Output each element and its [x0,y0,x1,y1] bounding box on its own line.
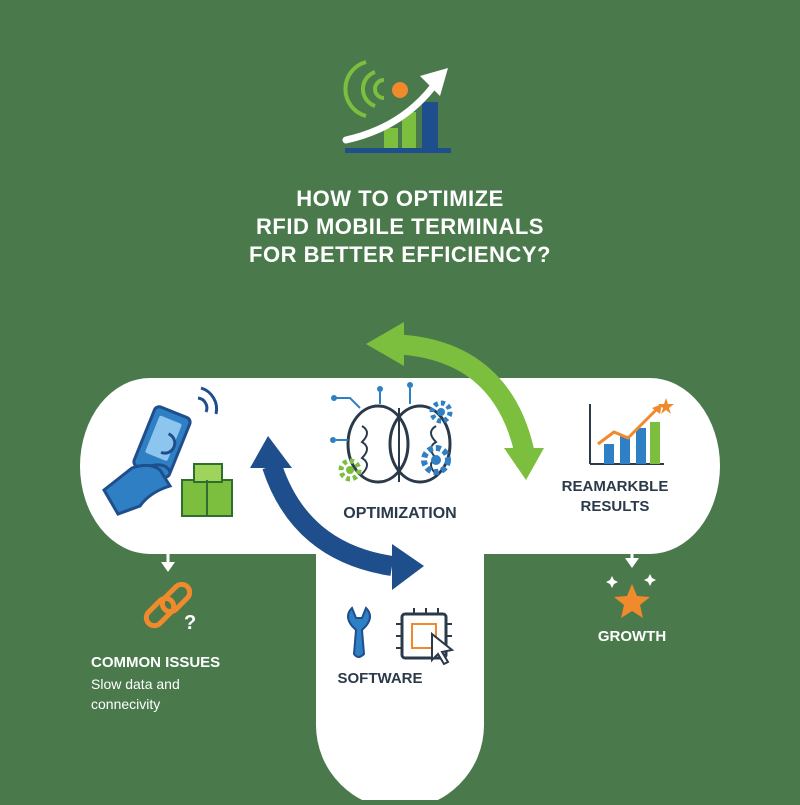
panel-group [80,378,720,805]
main-panel [80,378,720,805]
navy-cycle-arrow [250,436,424,590]
down-arrow-right [625,548,639,568]
growth-label: GROWTH [597,628,667,645]
chip-cursor-icon [396,608,455,666]
brain-circuit-icon [330,382,452,484]
software-label: SOFTWARE [337,670,423,687]
issues-text-line-1: Slow data and [91,676,180,692]
title-line-3: FOR BETTER EFFICIENCY? [249,242,551,267]
green-cycle-arrow [366,322,544,480]
issues-title: COMMON ISSUES [91,654,221,671]
star-icon [606,574,656,618]
rfid-scanner-icon [102,386,219,516]
title-line-1: HOW TO OPTIMIZE [296,186,504,211]
wrench-icon [347,606,371,658]
broken-link-icon [143,581,193,629]
issues-text-line-2: connecivity [91,696,161,712]
rising-bar-chart-icon [589,398,674,465]
package-boxes-icon [181,463,233,517]
results-label-line-2: RESULTS [580,498,650,515]
gear-icon [338,400,453,482]
optimization-label: OPTIMIZATION [343,505,457,522]
growth-logo-icon [342,60,451,153]
title-line-2: RFID MOBILE TERMINALS [256,214,544,239]
question-mark-icon: ? [184,612,197,634]
down-arrow-left [161,548,175,572]
results-label-line-1: REAMARKBLE [561,478,669,495]
